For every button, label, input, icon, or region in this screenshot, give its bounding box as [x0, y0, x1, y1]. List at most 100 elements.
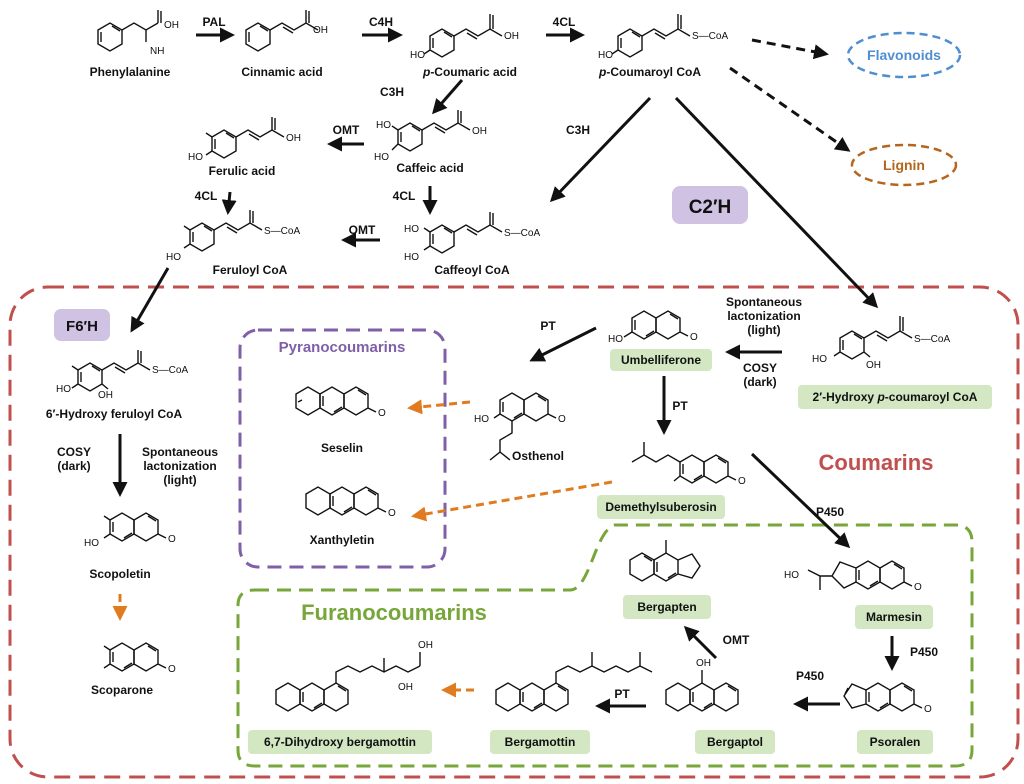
svg-text:HO: HO: [474, 414, 489, 425]
arrow-demethylsuberosin-xanthyletin: [411, 480, 613, 522]
bergaptol-label-box: [695, 730, 775, 754]
arrow-4cl-2: [221, 191, 237, 215]
svg-text:S—CoA: S—CoA: [692, 31, 728, 42]
svg-text:HO: HO: [188, 152, 203, 163]
p-coumaric-acid-structure: [423, 14, 503, 58]
label-caffeoyl-coa: Caffeoyl CoA: [434, 263, 510, 277]
label-bergapten: Bergapten: [637, 600, 696, 614]
enzyme-4cl-1: 4CL: [553, 15, 576, 29]
label-scoparone: Scoparone: [91, 683, 153, 697]
arrow-c3h-2: [549, 96, 652, 203]
pyranocoumarins-region: [238, 328, 447, 569]
marmesin-structure: [807, 560, 913, 590]
flavonoids-ellipse: [846, 31, 962, 79]
label-psoralen: Psoralen: [870, 735, 921, 749]
svg-text:O: O: [914, 582, 922, 593]
label-phenylalanine: Phenylalanine: [90, 65, 171, 79]
arrow-f6h: [130, 267, 170, 333]
scopoletin-structure: [103, 512, 167, 542]
arrow-c2h: [674, 96, 879, 309]
label-xanthyletin: Xanthyletin: [310, 533, 375, 547]
furanocoumarins-region: [236, 523, 974, 768]
svg-text:HO: HO: [404, 224, 419, 235]
svg-text:HO: HO: [598, 50, 613, 61]
enzyme-cosy-2a: COSY: [743, 361, 777, 375]
orange-arrows: [112, 399, 613, 698]
label-lignin: Lignin: [883, 157, 925, 173]
label-bergaptol: Bergaptol: [707, 735, 763, 749]
arrow-to-lignin: [729, 66, 851, 152]
svg-text:O: O: [924, 704, 932, 715]
label-p-coumaric-acid: p-Coumaric acid: [422, 65, 517, 79]
label-ferulic-acid: Ferulic acid: [209, 164, 276, 178]
demethylsuberosin-label-box: [597, 495, 725, 519]
svg-text:OH: OH: [696, 658, 711, 669]
svg-text:OH: OH: [866, 360, 881, 371]
enzyme-pt-2: PT: [672, 399, 688, 413]
enzyme-p450-1: P450: [816, 505, 844, 519]
label-osthenol: Osthenol: [512, 449, 564, 463]
enzyme-spont-2c: (light): [747, 323, 780, 337]
caffeoyl-coa-structure: [423, 212, 503, 254]
label-p-coumaroyl-coa: p-Coumaroyl CoA: [598, 65, 701, 79]
coumarins-region: [8, 285, 1020, 779]
svg-text:S—CoA: S—CoA: [264, 226, 300, 237]
svg-text:OH: OH: [286, 133, 301, 144]
feruloyl-coa-structure: [183, 210, 263, 252]
svg-text:O: O: [378, 408, 386, 419]
svg-text:O: O: [690, 332, 698, 343]
svg-text:HO: HO: [410, 50, 425, 61]
dihydroxybergamottin-label-box: [248, 730, 432, 754]
enzyme-c2h: C2′H: [689, 197, 732, 218]
label-dihydroxy-bergamottin: 6,7-Dihydroxy bergamottin: [264, 735, 416, 749]
label-marmesin: Marmesin: [866, 610, 922, 624]
enzyme-cosy-1a: COSY: [57, 445, 91, 459]
bergamottin-label-box: [490, 730, 590, 754]
enzyme-cosy-2b: (dark): [743, 375, 776, 389]
marmesin-label-box: [855, 605, 933, 629]
arrows: [112, 27, 900, 714]
phenylalanine-structure: [97, 10, 162, 52]
svg-text:OH: OH: [418, 640, 433, 651]
svg-text:HO: HO: [608, 334, 623, 345]
label-cinnamic-acid: Cinnamic acid: [241, 65, 322, 79]
enzyme-omt-2: OMT: [349, 223, 376, 237]
svg-text:OH: OH: [98, 390, 113, 401]
enzyme-4cl-3: 4CL: [393, 189, 416, 203]
enzyme-labels: PAL C4H 4CL C3H OMT C3H 4CL 4CL OMT C2′H…: [57, 15, 938, 701]
arrow-pt-1: [529, 326, 597, 362]
enzyme-omt-1: OMT: [333, 123, 360, 137]
svg-text:OH: OH: [164, 20, 179, 31]
enzyme-4cl-2: 4CL: [195, 189, 218, 203]
label-pyranocoumarins: Pyranocoumarins: [279, 339, 406, 356]
hydroxycoumaroyl-label-box: [798, 385, 992, 409]
xanthyletin-structure: [305, 486, 387, 516]
svg-text:OH: OH: [504, 31, 519, 42]
svg-text:S—CoA: S—CoA: [914, 334, 950, 345]
arrow-c3h-1: [432, 79, 464, 115]
svg-text:HO: HO: [166, 252, 181, 263]
scoparone-structure: [103, 642, 167, 672]
enzyme-spont-1a: Spontaneous: [142, 445, 218, 459]
svg-text:O: O: [168, 664, 176, 675]
enzyme-spont-2b: lactonization: [727, 309, 800, 323]
enzyme-c3h-1: C3H: [380, 85, 404, 99]
enzyme-spont-1b: lactonization: [143, 459, 216, 473]
label-bergamottin: Bergamottin: [505, 735, 576, 749]
psoralen-structure: [843, 682, 923, 712]
c2h-box: [672, 186, 748, 224]
enzyme-c3h-2: C3H: [566, 123, 590, 137]
label-furanocoumarins: Furanocoumarins: [301, 600, 487, 625]
enzyme-pt-3: PT: [614, 687, 630, 701]
svg-text:OH: OH: [313, 25, 328, 36]
svg-text:O: O: [388, 508, 396, 519]
compound-labels: Phenylalanine Cinnamic acid p-Coumaric a…: [46, 65, 978, 749]
umbelliferone-structure: [623, 310, 689, 340]
label-demethylsuberosin: Demethylsuberosin: [605, 500, 716, 514]
enzyme-pt-1: PT: [540, 319, 556, 333]
dashed-arrows: [729, 38, 851, 152]
label-flavonoids: Flavonoids: [867, 47, 941, 63]
svg-text:HO: HO: [56, 384, 71, 395]
hydroxy-p-coumaroyl-coa-structure: [833, 316, 913, 360]
label-hydroxy-feruloyl-coa: 6′-Hydroxy feruloyl CoA: [46, 407, 183, 421]
